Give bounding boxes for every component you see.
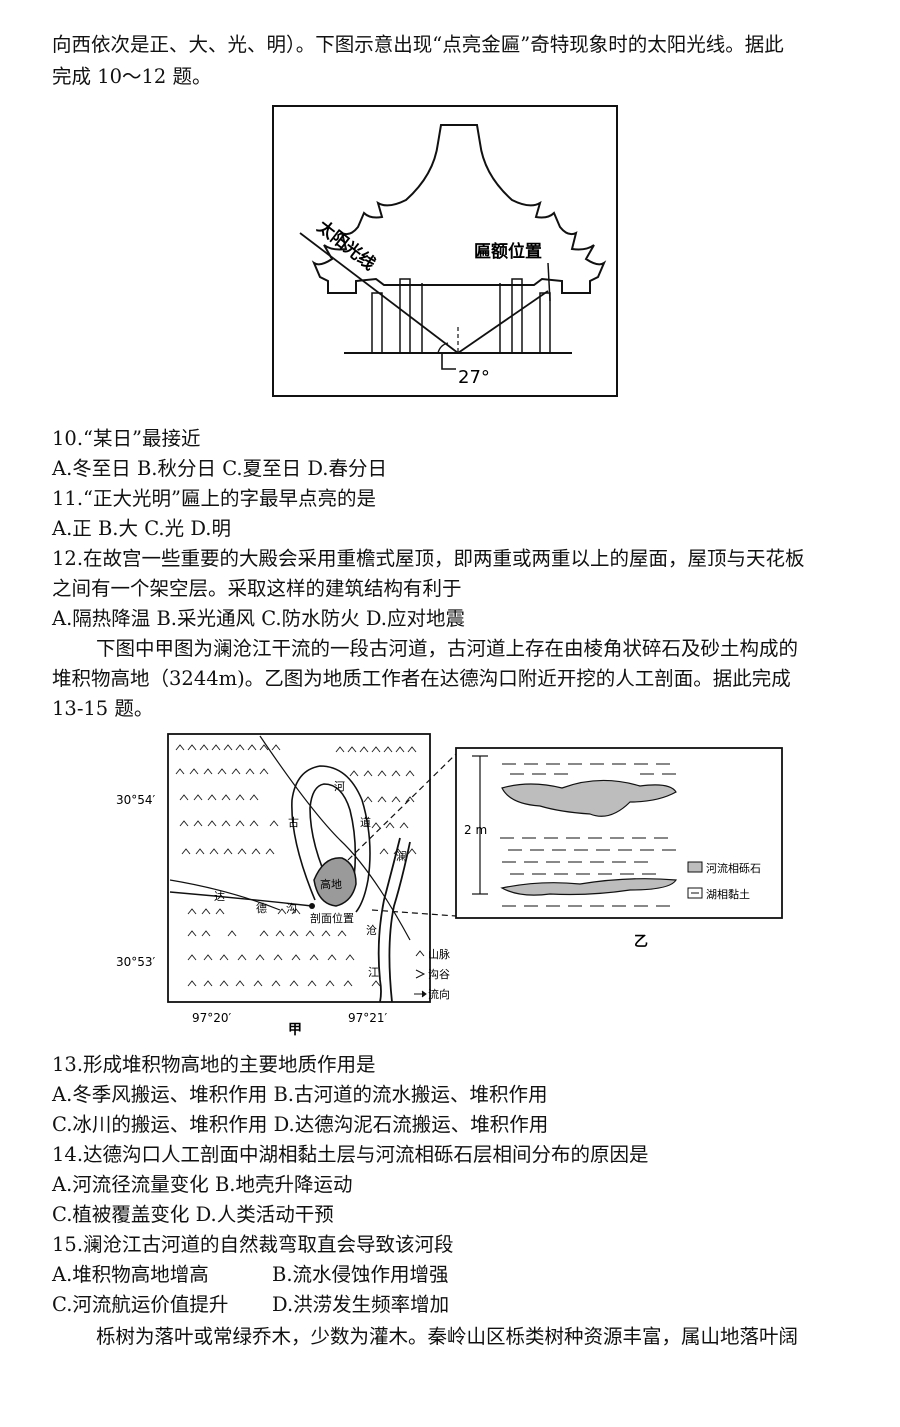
q12-stem-1: 12.在故宫一些重要的大殿会采用重檐式屋顶，即两重或两重以上的屋面，屋顶与天花板 xyxy=(52,547,805,570)
q10-stem: 10.“某日”最接近 xyxy=(52,427,201,450)
q15-option-c: C.河流航运价值提升 xyxy=(52,1293,229,1316)
intro-line-1: 向西依次是正、大、光、明）。下图示意出现“点亮金匾”奇特现象时的太阳光线。据此 xyxy=(52,33,784,56)
intro2-line-1: 下图中甲图为澜沧江干流的一段古河道，古河道上存在由棱角状碎石及砂土构成的 xyxy=(96,637,799,660)
q15-option-a: A.堆积物高地增高 xyxy=(52,1263,209,1286)
dade-char-2: 德 xyxy=(256,901,267,915)
lon-right-label: 97°21′ xyxy=(348,1011,388,1025)
map-caption: 甲 xyxy=(288,1022,302,1038)
lon-left-label: 97°20′ xyxy=(192,1011,232,1025)
q14-options-2: C.植被覆盖变化 D.人类活动干预 xyxy=(52,1203,334,1226)
angle-label: 27° xyxy=(458,367,490,388)
q12-options: A.隔热降温 B.采光通风 C.防水防火 D.应对地震 xyxy=(52,607,465,630)
q10-options: A.冬至日 B.秋分日 C.夏至日 D.春分日 xyxy=(52,457,387,480)
river-char-2: 道 xyxy=(360,815,371,829)
legend-flow: 流向 xyxy=(428,987,450,1001)
q11-options: A.正 B.大 C.光 D.明 xyxy=(52,517,231,540)
plaque-label: 匾额位置 xyxy=(474,241,542,262)
dade-char-1: 达 xyxy=(214,890,225,903)
profile-position-label: 剖面位置 xyxy=(310,911,354,925)
height-label: 2 m xyxy=(464,823,487,837)
intro-line-2: 完成 10～12 题。 xyxy=(52,65,212,88)
legend-gravel: 河流相砾石 xyxy=(706,861,761,875)
palace-sunlight-figure: 太阳光线 匾额位置 27° xyxy=(272,105,618,397)
q13-options-2: C.冰川的搬运、堆积作用 D.达德沟泥石流搬运、堆积作用 xyxy=(52,1113,549,1136)
lat-top-label: 30°54′ xyxy=(116,793,156,807)
q14-stem: 14.达德沟口人工剖面中湖相黏土层与河流相砾石层相间分布的原因是 xyxy=(52,1143,649,1166)
q15-option-b: B.流水侵蚀作用增强 xyxy=(272,1263,449,1286)
highland-label: 高地 xyxy=(320,877,342,891)
lancang-char-1: 澜 xyxy=(396,849,407,863)
river-char-1: 河 xyxy=(334,780,345,793)
q15-option-d: D.洪涝发生频率增加 xyxy=(272,1293,450,1316)
intro2-line-3: 13-15 题。 xyxy=(52,697,154,720)
legend-mountain: 山脉 xyxy=(428,947,450,961)
lancang-char-3: 江 xyxy=(368,966,379,979)
intro2-line-2: 堆积物高地（3244m)。乙图为地质工作者在达德沟口附近开挖的人工剖面。据此完成 xyxy=(52,667,791,690)
q13-stem: 13.形成堆积物高地的主要地质作用是 xyxy=(52,1053,376,1076)
section-caption: 乙 xyxy=(634,934,648,950)
q14-options-1: A.河流径流量变化 B.地壳升降运动 xyxy=(52,1173,353,1196)
lat-bottom-label: 30°53′ xyxy=(116,955,156,969)
dade-char-3: 沟 xyxy=(286,902,297,915)
q12-stem-2: 之间有一个架空层。采取这样的建筑结构有利于 xyxy=(52,577,462,600)
legend-gully: 沟谷 xyxy=(428,968,450,981)
tail-line-1: 栎树为落叶或常绿乔木，少数为灌木。秦岭山区栎类树种资源丰富，属山地落叶阔 xyxy=(96,1325,799,1348)
lancang-char-2: 沧 xyxy=(366,923,377,937)
legend-clay: 湖相黏土 xyxy=(706,887,750,901)
lancang-map-figure: 30°54′ 30°53′ 97°20′ 97°21′ 甲 河 道 古 澜 沧 … xyxy=(110,730,790,1040)
q15-stem: 15.澜沧江古河道的自然裁弯取直会导致该河段 xyxy=(52,1233,454,1256)
river-char-3: 古 xyxy=(288,816,299,829)
q11-stem: 11.“正大光明”匾上的字最早点亮的是 xyxy=(52,487,376,510)
q13-options-1: A.冬季风搬运、堆积作用 B.古河道的流水搬运、堆积作用 xyxy=(52,1083,548,1106)
